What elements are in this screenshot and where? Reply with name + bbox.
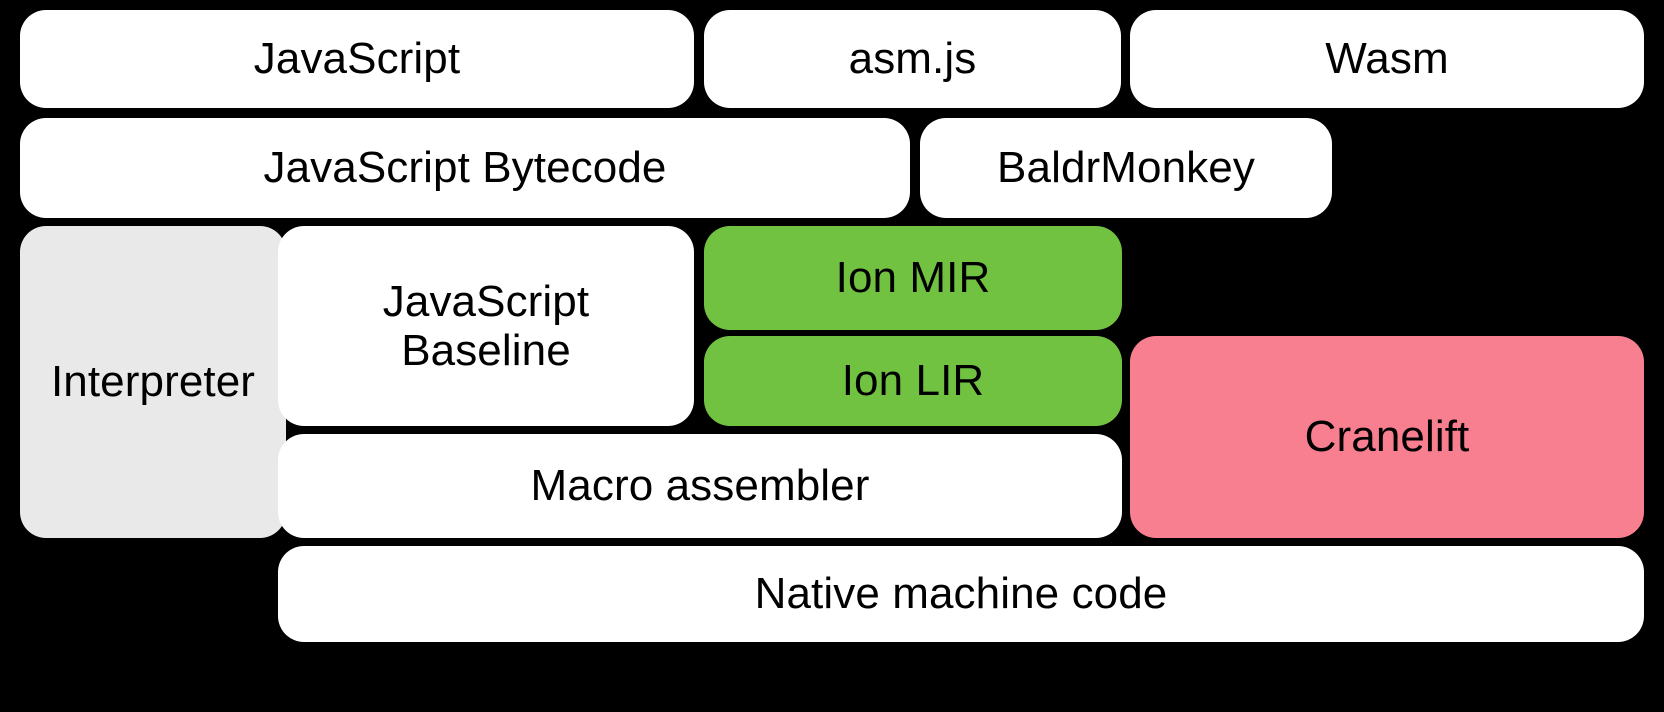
node-baldrmonkey[interactable]: BaldrMonkey xyxy=(920,118,1332,218)
node-javascript[interactable]: JavaScript xyxy=(20,10,694,108)
node-label-javascript-baseline: JavaScript Baseline xyxy=(382,276,590,375)
node-label-ion-mir: Ion MIR xyxy=(835,253,991,303)
node-javascript-baseline[interactable]: JavaScript Baseline xyxy=(278,226,694,426)
node-ion-lir[interactable]: Ion LIR xyxy=(704,336,1122,426)
node-label-ion-lir: Ion LIR xyxy=(841,356,985,406)
node-cranelift[interactable]: Cranelift xyxy=(1130,336,1644,538)
node-label-native-machine-code: Native machine code xyxy=(754,569,1168,619)
node-interpreter[interactable]: Interpreter xyxy=(20,226,286,538)
node-label-asm-js: asm.js xyxy=(848,34,977,84)
node-wasm[interactable]: Wasm xyxy=(1130,10,1644,108)
node-label-baldrmonkey: BaldrMonkey xyxy=(997,143,1255,193)
node-label-javascript-bytecode: JavaScript Bytecode xyxy=(263,143,667,193)
node-macro-assembler[interactable]: Macro assembler xyxy=(278,434,1122,538)
node-label-cranelift: Cranelift xyxy=(1304,412,1470,462)
node-ion-mir[interactable]: Ion MIR xyxy=(704,226,1122,330)
node-javascript-bytecode[interactable]: JavaScript Bytecode xyxy=(20,118,910,218)
node-label-wasm: Wasm xyxy=(1325,34,1449,84)
node-label-interpreter: Interpreter xyxy=(50,357,256,407)
node-label-macro-assembler: Macro assembler xyxy=(530,461,870,511)
node-asm-js[interactable]: asm.js xyxy=(704,10,1121,108)
node-native-machine-code[interactable]: Native machine code xyxy=(278,546,1644,642)
node-label-javascript: JavaScript xyxy=(253,34,461,84)
